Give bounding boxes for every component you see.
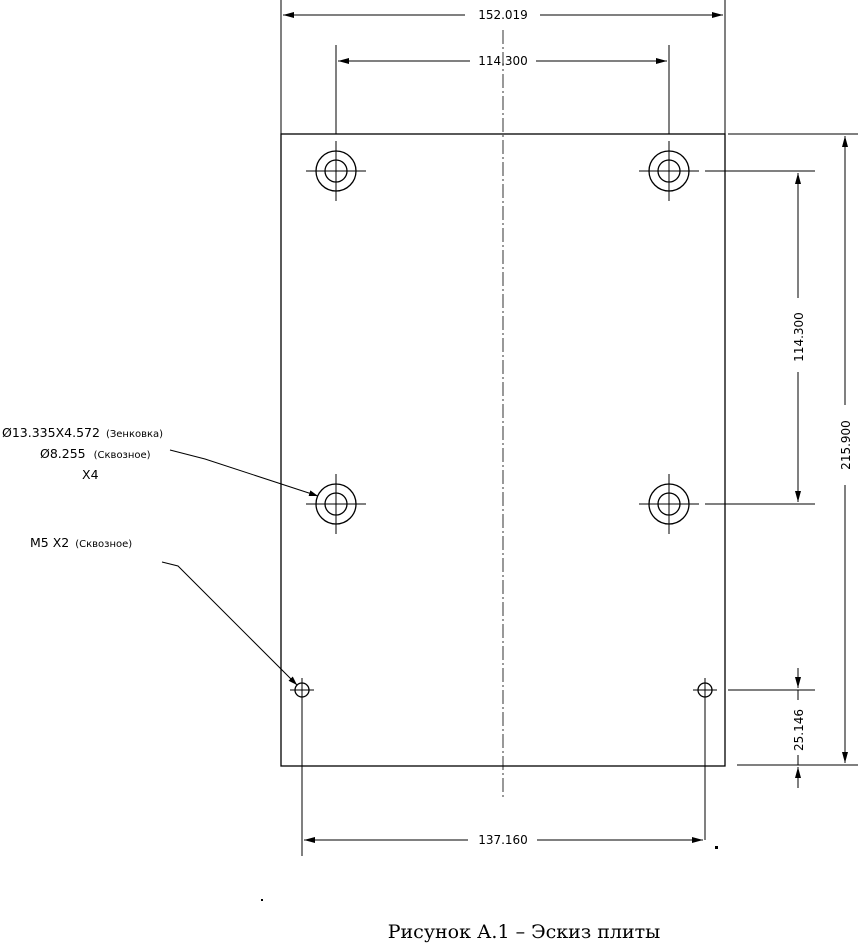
counterbore-hole-top-right	[639, 141, 699, 201]
thread-hole-right	[693, 678, 717, 702]
note-thread-line: М5 Х2 (Сквозное)	[30, 534, 132, 551]
thread-hole-left	[290, 678, 314, 702]
dimension-bottom-offset: 25.146	[728, 668, 815, 788]
note-counterbore-line: Ø13.335Х4.572 (Зенковка)	[2, 424, 163, 441]
dimension-hole-spacing-x-bottom: 137.160	[301, 700, 718, 856]
dim-hole-spacing-x-top-text: 114.300	[478, 54, 528, 68]
note-through-line: Ø8.255 (Сквозное)	[40, 445, 151, 462]
note-count: Х4	[82, 467, 99, 482]
counterbore-hole-bottom-right	[639, 474, 699, 534]
counterbore-hole-top-left	[306, 141, 366, 201]
dim-overall-width-text: 152.019	[478, 8, 528, 22]
leader-counterbore-note: Ø13.335Х4.572 (Зенковка) Ø8.255 (Сквозно…	[2, 424, 319, 497]
dimension-hole-spacing-y: 114.300	[705, 170, 815, 505]
dim-bottom-offset-text: 25.146	[792, 709, 806, 751]
leader-thread-note: М5 Х2 (Сквозное)	[30, 534, 298, 686]
figure-caption: Рисунок А.1 – Эскиз плиты	[388, 921, 661, 943]
dim-hole-spacing-y-text: 114.300	[792, 312, 806, 362]
dim-hole-spacing-x-bottom-text: 137.160	[478, 833, 528, 847]
dim-overall-height-text: 215.900	[839, 420, 853, 470]
dimension-overall-height: 215.900	[728, 133, 858, 766]
dimension-hole-spacing-x-top: 114.300	[335, 45, 670, 134]
counterbore-hole-bottom-left	[306, 474, 366, 534]
dimension-overall-width: 152.019	[280, 0, 726, 134]
